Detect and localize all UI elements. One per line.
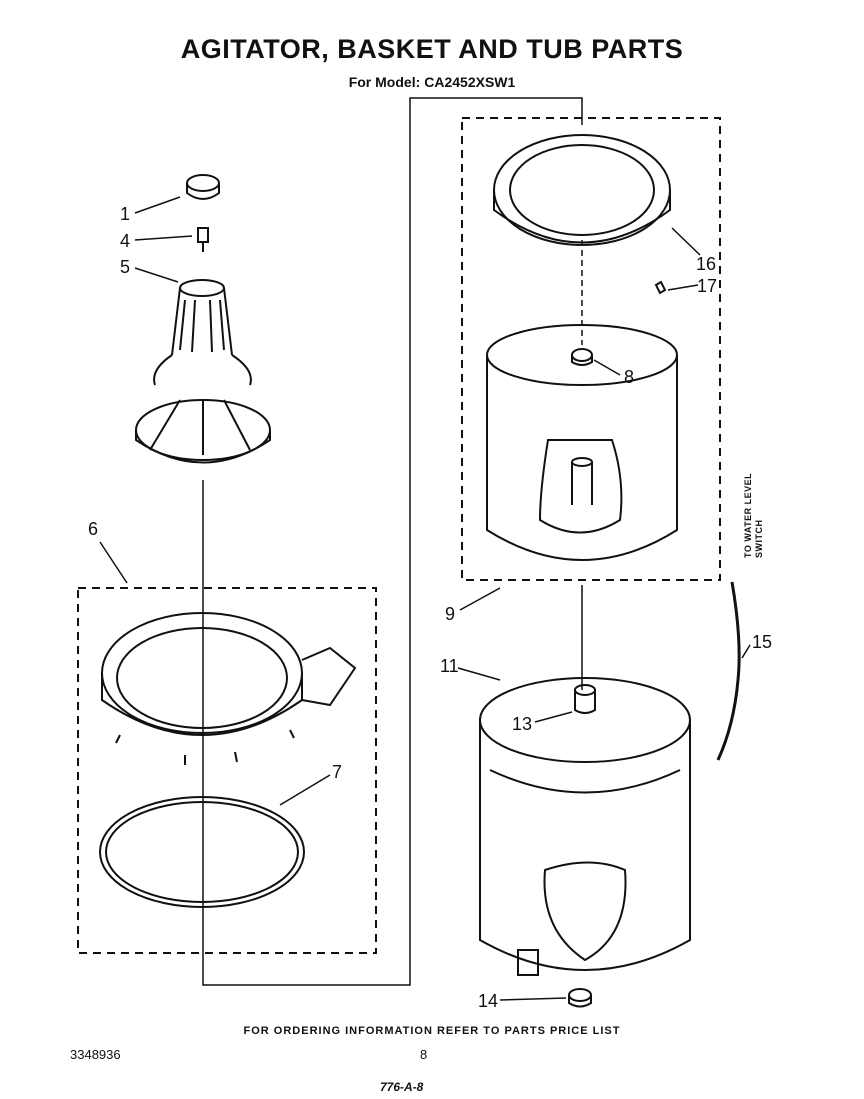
part-basket-balance-ring [493, 134, 671, 246]
part-agitator-cap [186, 174, 220, 200]
callout-13: 13 [512, 714, 532, 734]
leader-14 [499, 997, 567, 1001]
leader-11 [457, 667, 501, 681]
group-box-6 [77, 587, 377, 954]
leader-5 [134, 267, 179, 283]
callout-8: 8 [624, 367, 634, 387]
model-label: For Model: [348, 74, 421, 90]
side-note-line1: TO WATER LEVEL [743, 473, 753, 558]
callout-14: 14 [478, 991, 498, 1011]
part-basket [486, 324, 678, 561]
group-box-9 [461, 117, 721, 581]
part-outer-tub [479, 677, 691, 976]
callout-5: 5 [120, 257, 130, 277]
model-line: For Model:CA2452XSW1 [0, 74, 864, 90]
handwritten-note: 776-A-8 [380, 1080, 424, 1094]
callout-17: 17 [697, 276, 717, 296]
callout-15: 15 [752, 632, 772, 652]
leader-4 [134, 235, 193, 241]
leader-1 [134, 196, 181, 214]
part-clip-17 [654, 280, 667, 295]
callout-4: 4 [120, 231, 130, 251]
leader-17 [667, 284, 699, 291]
part-drain-plug [568, 988, 592, 1008]
part-tub-bearing [574, 684, 596, 714]
leader-7 [279, 774, 331, 806]
document-number: 3348936 [70, 1047, 121, 1062]
callout-16: 16 [696, 254, 716, 274]
leader-16 [671, 227, 701, 256]
part-tub-gasket [99, 796, 305, 908]
leader-13 [534, 711, 573, 723]
callout-1: 1 [120, 204, 130, 224]
model-number: CA2452XSW1 [424, 74, 516, 90]
leader-6 [99, 541, 128, 584]
page-title: AGITATOR, BASKET AND TUB PARTS [180, 34, 684, 64]
callout-11: 11 [440, 656, 459, 676]
part-tub-ring [101, 612, 357, 765]
leader-8 [593, 359, 621, 376]
part-agitator-fastener [197, 227, 209, 252]
part-basket-nut [571, 348, 593, 366]
part-agitator [135, 279, 271, 464]
callout-6: 6 [88, 519, 98, 539]
part-pressure-hose [716, 581, 741, 761]
side-note-line2: SWITCH [754, 520, 764, 559]
callout-9: 9 [445, 604, 455, 624]
callout-7: 7 [332, 762, 342, 782]
ordering-note: FOR ORDERING INFORMATION REFER TO PARTS … [243, 1025, 621, 1037]
page-number: 8 [420, 1047, 428, 1062]
leader-15 [741, 644, 751, 659]
leader-9 [459, 587, 501, 611]
assembly-connector-line [202, 97, 583, 986]
